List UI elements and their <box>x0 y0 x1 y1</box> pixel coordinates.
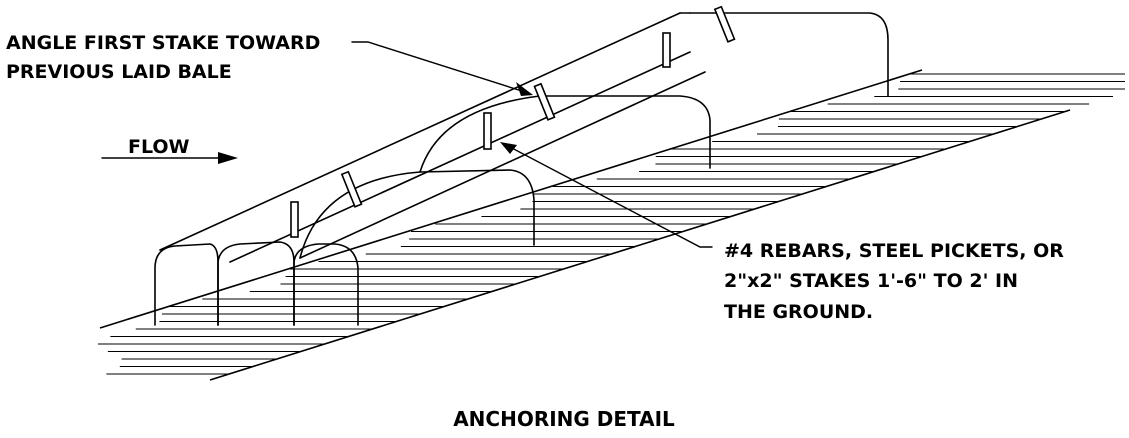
ground-hatching <box>98 69 1125 381</box>
leader-angle-stake <box>351 41 533 96</box>
drawing-title: ANCHORING DETAIL <box>453 407 675 431</box>
stake-2 <box>483 112 492 150</box>
label-angle-stake-line2: PREVIOUS LAID BALE <box>6 61 232 83</box>
ground-slope-line <box>209 109 1071 381</box>
stake-angled-1 <box>340 170 363 208</box>
bale-joint-curve-1 <box>299 169 535 259</box>
stake-1 <box>290 201 299 238</box>
bale-end-face-3 <box>293 243 359 326</box>
bale-end-face-2 <box>217 241 295 326</box>
bale-end-face-1 <box>154 243 219 326</box>
label-flow: FLOW <box>128 136 190 158</box>
flow-arrow <box>101 152 238 164</box>
bale-top-inner-edge <box>229 51 691 263</box>
bale-joint-curve-2 <box>419 95 711 173</box>
label-rebar-line2: 2"x2" STAKES 1'-6" TO 2' IN <box>724 270 1018 292</box>
leader-rebar <box>500 142 713 248</box>
bale-top-back-edge <box>299 71 706 259</box>
stake-3 <box>662 32 671 68</box>
stake-angled-3 <box>713 5 736 43</box>
label-rebar-line3: THE GROUND. <box>724 301 873 323</box>
label-rebar-line1: #4 REBARS, STEEL PICKETS, OR <box>724 240 1064 262</box>
ground-slope-line <box>99 69 923 329</box>
bale-top-outer-edge <box>159 12 681 251</box>
stake-angled-2 <box>533 82 556 121</box>
leader-arrowhead <box>500 142 517 154</box>
label-angle-stake-line1: ANGLE FIRST STAKE TOWARD <box>6 32 320 54</box>
flow-arrowhead <box>218 152 238 164</box>
bale-row <box>154 5 889 326</box>
leader-arrowhead <box>516 82 533 96</box>
bale-back-end-face <box>689 12 889 97</box>
